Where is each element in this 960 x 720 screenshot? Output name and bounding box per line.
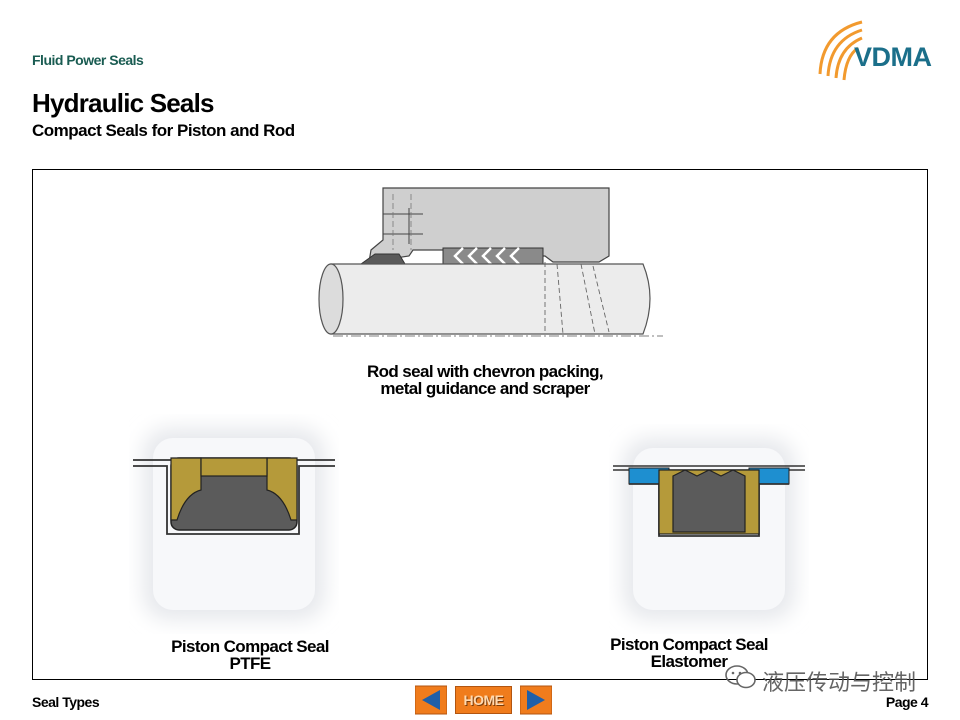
figure-frame: Rod seal with chevron packing, metal gui… — [32, 169, 928, 680]
wechat-icon — [725, 665, 756, 689]
page-subtitle: Compact Seals for Piston and Rod — [32, 121, 295, 140]
home-label: HOME — [463, 692, 505, 708]
page-number: Page 4 — [885, 694, 929, 710]
rod-seal-caption: Rod seal with chevron packing, metal gui… — [366, 362, 604, 398]
next-button[interactable] — [520, 684, 552, 716]
prev-button[interactable] — [415, 684, 447, 716]
page-title: Hydraulic Seals — [32, 88, 214, 118]
triangle-left-icon — [422, 690, 440, 710]
logo-text: VDMA — [854, 42, 932, 72]
rod-seal-drawing — [318, 187, 663, 337]
watermark: 液压传动与控制 — [724, 662, 934, 696]
vdma-logo: VDMA — [812, 14, 942, 96]
section-label: Fluid Power Seals — [32, 52, 144, 68]
elastomer-seal-caption: Piston Compact Seal Elastomer — [610, 635, 768, 671]
logo-arcs-icon — [818, 20, 863, 81]
home-button[interactable]: HOME — [455, 686, 512, 714]
ptfe-seal-caption: Piston Compact Seal PTFE — [171, 637, 329, 673]
triangle-right-icon — [527, 690, 545, 710]
elastomer-seal-drawing — [613, 438, 805, 620]
watermark-text: 液压传动与控制 — [762, 671, 917, 696]
footer-section-label: Seal Types — [32, 694, 100, 710]
ptfe-seal-drawing — [133, 428, 335, 620]
